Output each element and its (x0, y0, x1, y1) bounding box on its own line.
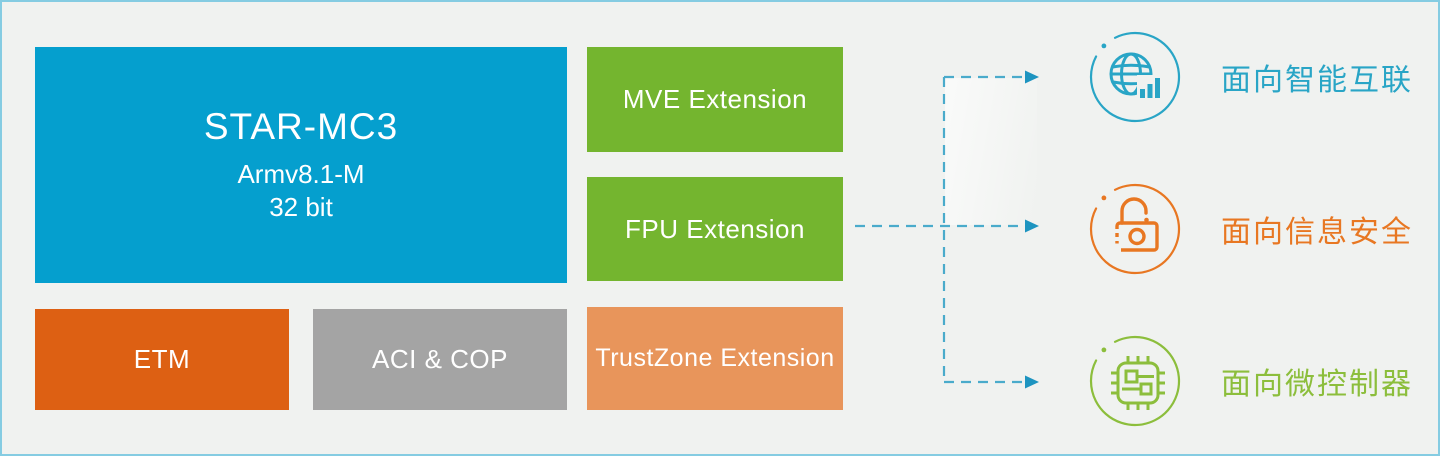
mve-extension-label: MVE Extension (622, 84, 808, 114)
target-mcu-row: 面向微控制器 (1085, 331, 1430, 431)
aci-cop-block: ACI & COP (313, 309, 567, 410)
open-lock-icon (1089, 183, 1181, 275)
trustzone-extension-block: TrustZone Extension (587, 307, 843, 410)
globe-network-icon (1089, 31, 1181, 123)
arrowhead-middle (1025, 219, 1039, 233)
trustzone-extension-label: TrustZone Extension (595, 344, 835, 372)
core-subtitle-arch: Armv8.1-M (237, 158, 365, 189)
arrowhead-top (1025, 70, 1039, 84)
etm-label: ETM (133, 344, 191, 374)
target-connectivity-row: 面向智能互联 (1085, 27, 1430, 127)
fpu-extension-label: FPU Extension (625, 213, 805, 244)
arrowhead-bottom (1025, 375, 1039, 389)
aci-cop-label: ACI & COP (372, 344, 508, 374)
target-connectivity-label: 面向智能互联 (1221, 64, 1413, 97)
core-title: STAR-MC3 (203, 105, 399, 147)
etm-block: ETM (35, 309, 289, 410)
target-mcu-label: 面向微控制器 (1221, 368, 1413, 401)
core-subtitle-bits: 32 bit (269, 192, 333, 222)
chip-icon (1089, 335, 1181, 427)
fpu-extension-block: FPU Extension (587, 177, 843, 281)
target-security-row: 面向信息安全 (1085, 179, 1430, 279)
core-processor-block: STAR-MC3 Armv8.1-M 32 bit (35, 47, 567, 283)
target-security-label: 面向信息安全 (1221, 216, 1413, 249)
mve-extension-block: MVE Extension (587, 47, 843, 152)
dashed-connector-arrows (855, 70, 1039, 389)
